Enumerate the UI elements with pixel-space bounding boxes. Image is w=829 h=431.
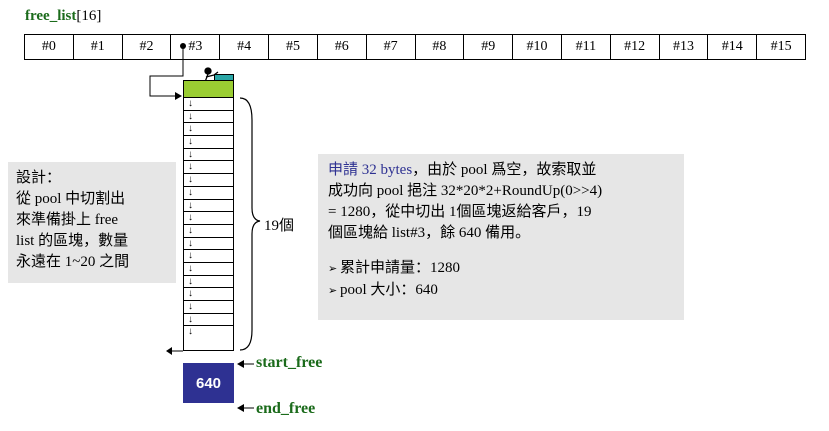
next-pointer-icon: ↓ <box>188 148 193 160</box>
end-free-arrowhead <box>237 404 244 412</box>
chunk-returned-to-client <box>183 80 234 98</box>
chunk-count-label: 19個 <box>264 218 295 234</box>
next-pointer-icon: ↓ <box>188 212 193 224</box>
list3-chunk: ↓ <box>184 301 233 314</box>
list3-chunk: ↓ <box>184 98 233 111</box>
description-panel: 申請 32 bytes，由於 pool 爲空，故索取並 成功向 pool 挹注 … <box>318 154 684 320</box>
free-list-cell: #13 <box>658 35 708 59</box>
last-chunk-null-arrowhead <box>166 347 172 355</box>
free-list-size: [16] <box>76 8 102 24</box>
next-pointer-icon: ↓ <box>188 262 193 274</box>
list3-pointer-line <box>149 46 184 97</box>
next-pointer-icon: ↓ <box>188 301 193 312</box>
free-list-cell: #10 <box>512 35 561 59</box>
design-note-line: 來準備掛上 free <box>16 212 119 228</box>
next-pointer-icon: ↓ <box>188 110 193 122</box>
free-list-cell: #12 <box>609 35 659 59</box>
list3-chunk: ↓ <box>184 326 233 339</box>
design-note-panel: 設計： 從 pool 中切割出 來準備掛上 free list 的區塊，數量 永… <box>8 162 176 283</box>
free-list-cell: #4 <box>219 35 268 59</box>
list3-chunk: ↓ <box>184 276 233 289</box>
end-free-label: end_free <box>256 400 316 417</box>
next-pointer-icon: ↓ <box>188 136 193 148</box>
stats-list: 累計申請量：1280 pool 大小：640 <box>328 258 674 302</box>
list3-chunk: ↓ <box>184 174 233 187</box>
next-pointer-icon: ↓ <box>188 288 193 300</box>
description-line-1: 申請 32 bytes，由於 pool 爲空，故索取並 <box>328 160 674 181</box>
free-list-cell: #1 <box>72 35 122 59</box>
list3-chunk: ↓ <box>184 288 233 301</box>
list3-chunk: ↓ <box>184 250 233 263</box>
list3-chunk: ↓ <box>184 111 233 124</box>
free-list-cell: #11 <box>560 35 610 59</box>
chunk-count-brace <box>239 97 261 351</box>
design-note-line: list 的區塊，數量 <box>16 233 129 249</box>
list3-chunk: ↓ <box>184 187 233 200</box>
start-free-arrowhead <box>237 360 244 368</box>
free-list-cell: #2 <box>121 35 171 59</box>
list3-chunk: ↓ <box>184 238 233 251</box>
description-line-2: 成功向 pool 挹注 32*20*2+RoundUp(0>>4) <box>328 183 603 199</box>
list3-pointer-arrowhead <box>175 92 182 100</box>
list3-chunk: ↓ <box>184 149 233 162</box>
free-list-cell: #3 <box>170 35 219 59</box>
list3-chunk-stack: ↓↓↓↓↓↓↓↓↓↓↓↓↓↓↓↓↓↓↓ <box>183 97 234 351</box>
stats-item: 累計申請量：1280 <box>328 258 674 280</box>
next-pointer-icon: ↓ <box>188 237 193 249</box>
free-list-cell: #6 <box>316 35 366 59</box>
description-line-4: 個區塊給 list#3，餘 640 備用。 <box>328 225 531 241</box>
list3-chunk: ↓ <box>184 200 233 213</box>
free-list-cell: #9 <box>463 35 512 59</box>
next-pointer-icon: ↓ <box>188 313 193 325</box>
free-list-cell: #5 <box>268 35 317 59</box>
list3-chunk: ↓ <box>184 136 233 149</box>
next-pointer-icon: ↓ <box>188 250 193 262</box>
next-pointer-icon: ↓ <box>188 275 193 287</box>
next-pointer-icon: ↓ <box>188 123 193 135</box>
free-list-cell: #14 <box>707 35 756 59</box>
list3-chunk: ↓ <box>184 263 233 276</box>
free-list-cell: #0 <box>41 39 56 54</box>
next-pointer-icon: ↓ <box>188 161 193 173</box>
list3-chunk: ↓ <box>184 225 233 238</box>
design-note-line: 設計： <box>16 170 62 186</box>
next-pointer-icon: ↓ <box>188 186 193 198</box>
description-line-1-rest: ，由於 pool 爲空，故索取並 <box>412 162 597 178</box>
free-list-cell: #7 <box>365 35 415 59</box>
description-line-3: = 1280，從中切出 1個區塊返給客戶，19 <box>328 204 592 220</box>
list3-chunk: ↓ <box>184 314 233 327</box>
free-list-cell: #15 <box>756 35 805 59</box>
design-note-line: 永遠在 1~20 之間 <box>16 254 130 270</box>
list3-chunk: ↓ <box>184 212 233 225</box>
free-list-cell: #8 <box>414 35 464 59</box>
next-pointer-icon: ↓ <box>188 326 193 338</box>
next-pointer-icon: ↓ <box>188 174 193 186</box>
pool-remaining-value: 640 <box>195 374 222 392</box>
start-free-label: start_free <box>256 354 323 371</box>
free-list-title: free_list[16] <box>25 8 101 25</box>
free-list-name: free_list <box>25 8 77 24</box>
design-note-line: 從 pool 中切割出 <box>16 191 126 207</box>
list3-chunk: ↓ <box>184 123 233 137</box>
list3-chunk: ↓ <box>184 161 233 175</box>
next-pointer-icon: ↓ <box>188 98 193 109</box>
request-highlight: 申請 32 bytes <box>328 162 413 178</box>
next-pointer-icon: ↓ <box>188 224 193 236</box>
next-pointer-icon: ↓ <box>188 199 193 211</box>
pool-remaining-block: 640 <box>183 363 234 403</box>
stats-item: pool 大小：640 <box>328 280 674 302</box>
free-list-array: #0 #1#2#3#4#5#6#7#8#9#10#11#12#13#14#15 <box>24 34 806 60</box>
